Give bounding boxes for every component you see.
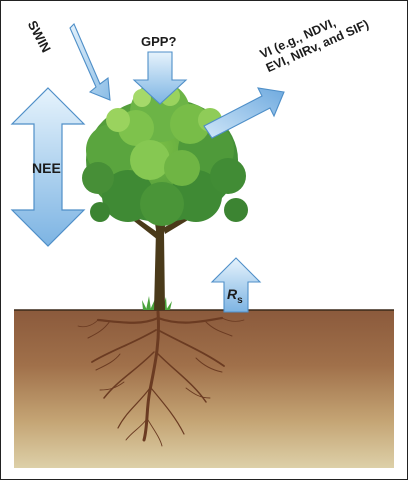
rs-sub: s <box>237 294 243 306</box>
rs-label: Rs <box>227 286 243 306</box>
nee-label: NEE <box>32 160 61 176</box>
nee-arrow <box>10 87 86 247</box>
swin-arrow <box>69 23 111 101</box>
roots <box>77 310 245 447</box>
tree-canopy <box>82 82 248 226</box>
rs-main: R <box>227 286 238 302</box>
gpp-arrow <box>132 51 188 105</box>
rs-arrow <box>210 257 262 313</box>
gpp-label: GPP? <box>141 34 177 49</box>
soil <box>14 310 394 468</box>
vi-arrow <box>203 87 285 139</box>
